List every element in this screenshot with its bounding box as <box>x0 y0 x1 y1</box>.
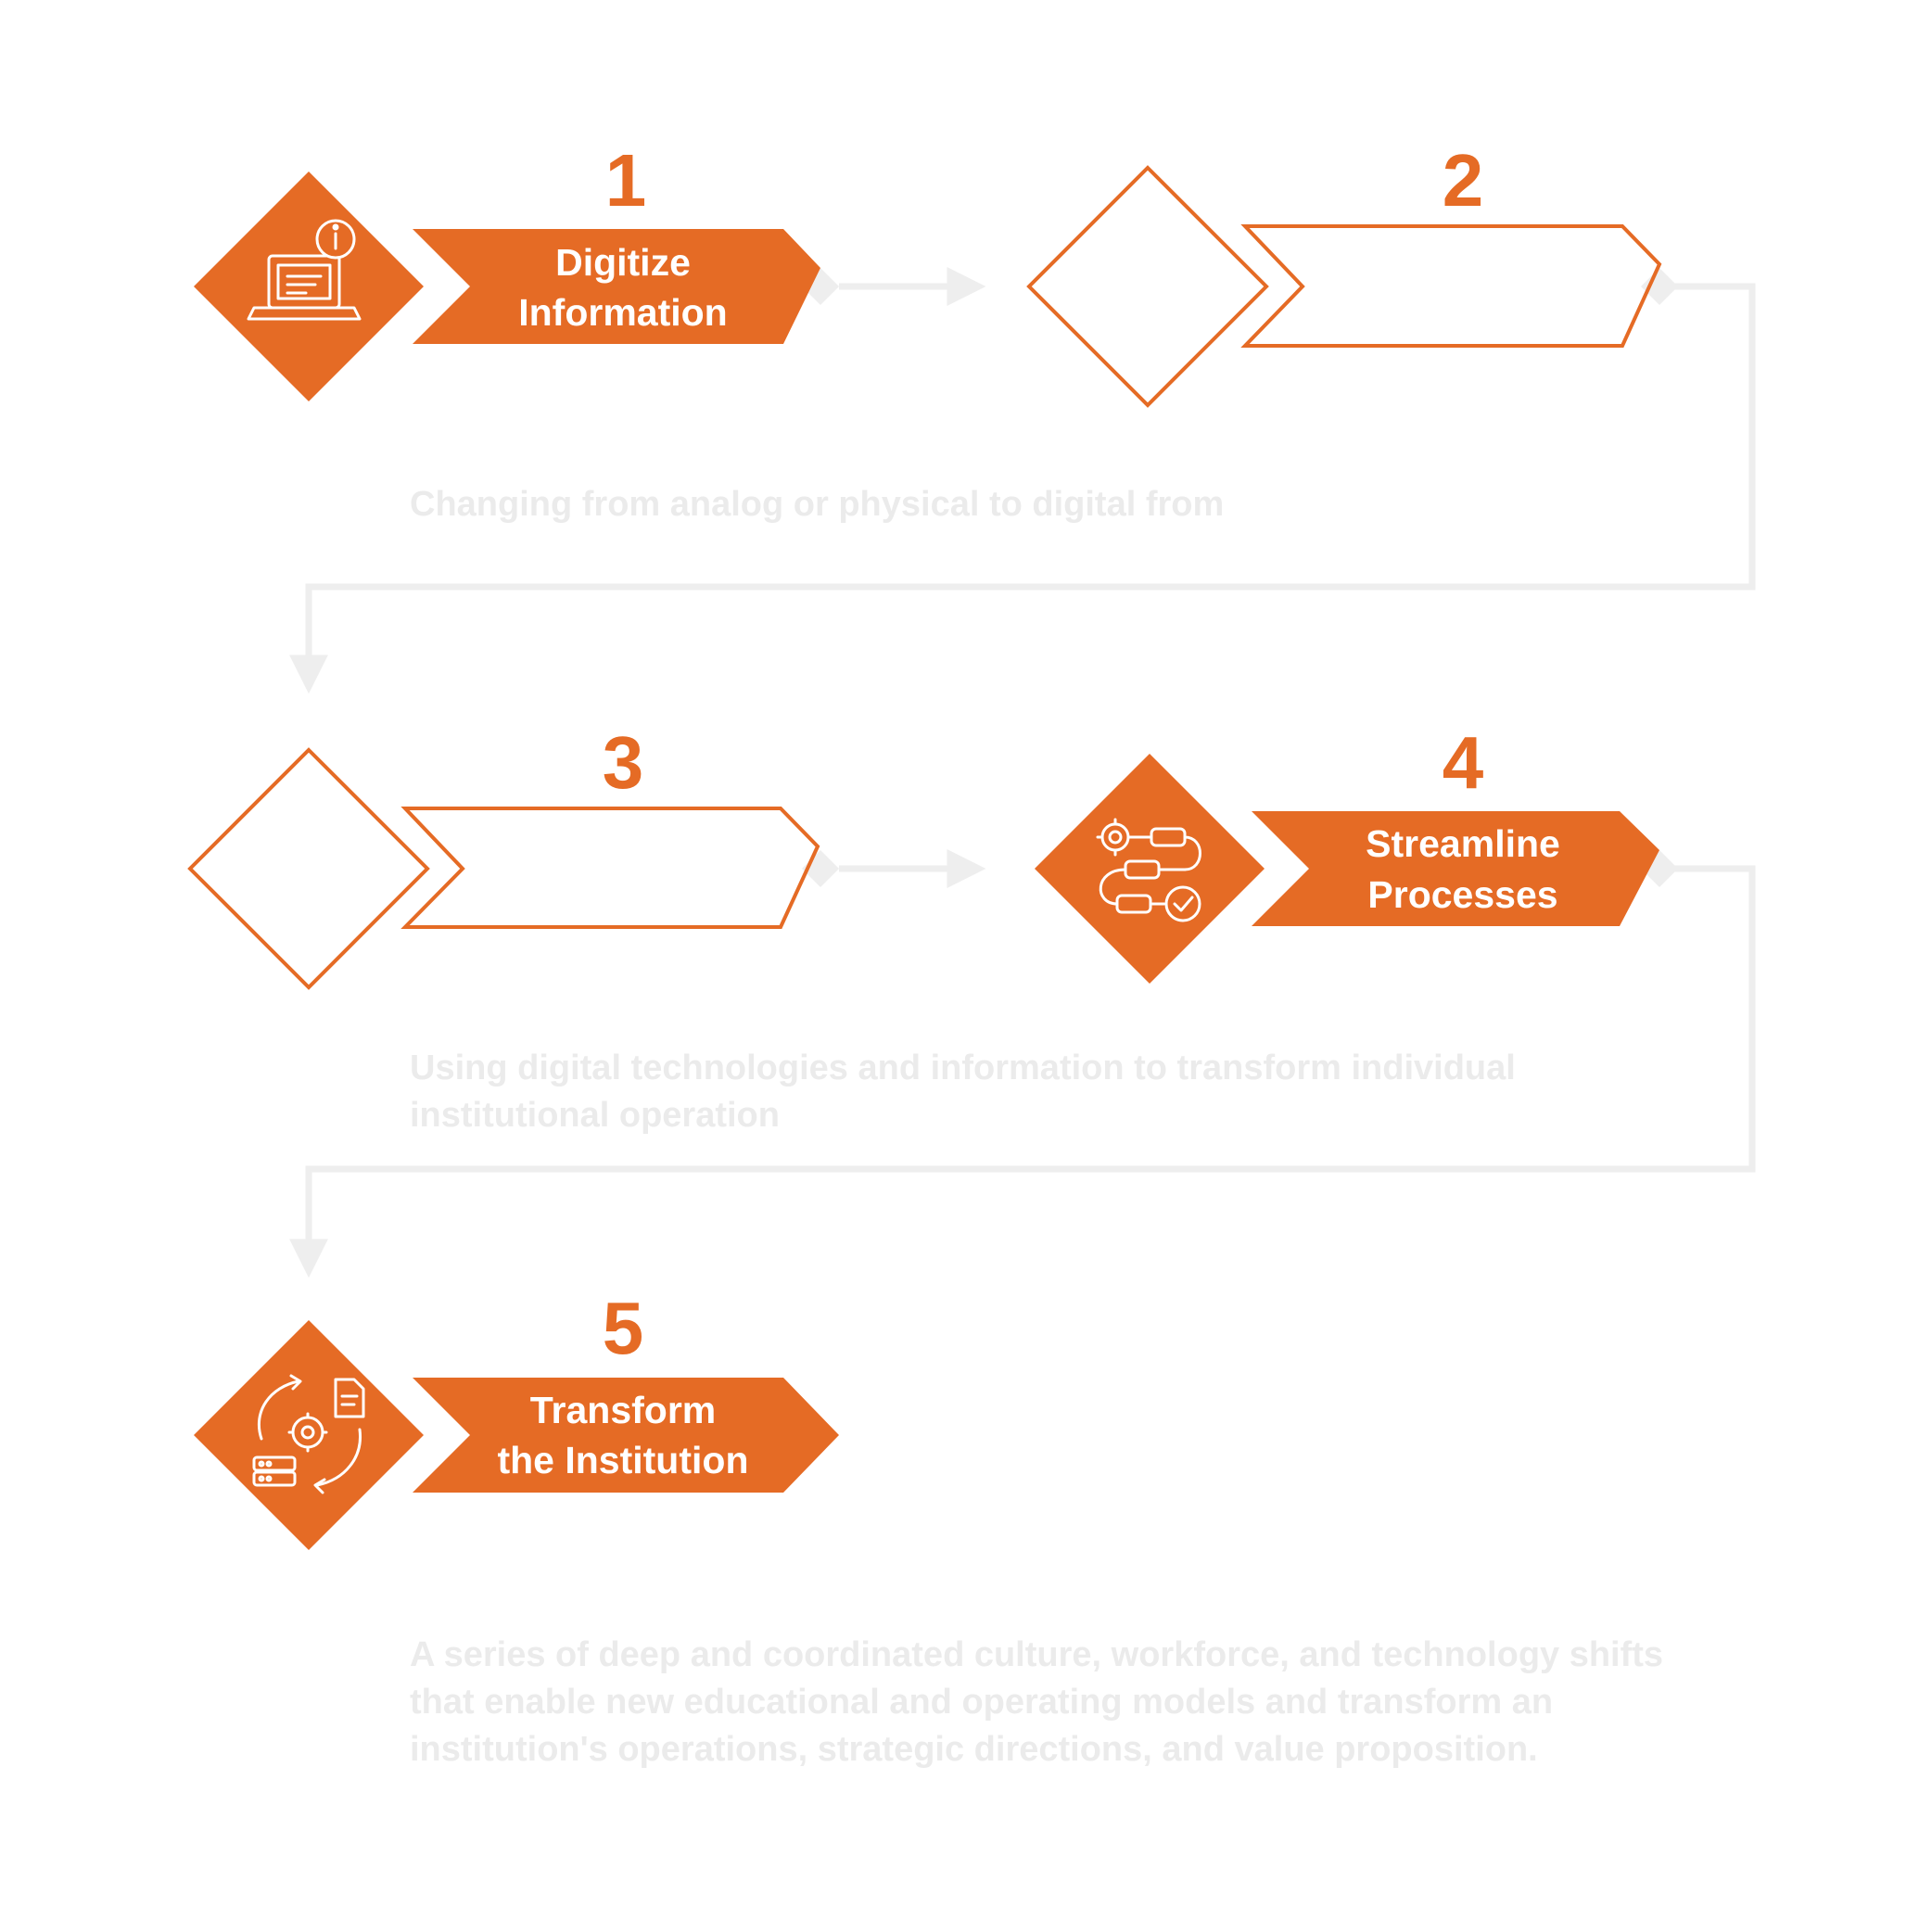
step-4-banner <box>1252 811 1659 926</box>
workflow-gear-icon <box>1096 818 1201 922</box>
step-1-number: 1 <box>605 139 647 222</box>
step-4-title-line-1: Streamline <box>1366 822 1560 865</box>
connector-2-to-3 <box>289 283 1756 694</box>
step-5-number: 5 <box>603 1287 644 1369</box>
step-5-banner <box>413 1378 839 1493</box>
step-5-title-line-2: the Institution <box>497 1439 748 1481</box>
description-row-3-line-2: that enable new educational and operatin… <box>410 1683 1554 1722</box>
laptop-info-icon <box>247 219 362 321</box>
step-1-diamond <box>194 172 424 401</box>
step-1-title-line-2: Information <box>518 291 727 334</box>
transformation-cycle-icon <box>252 1374 365 1494</box>
connector-2-node <box>1641 268 1678 305</box>
connector-4-to-5 <box>289 865 1756 1278</box>
step-1: 1 Digitize Information <box>194 139 820 401</box>
step-2-diamond <box>1026 165 1269 408</box>
step-1-title-line-1: Digitize <box>555 241 691 284</box>
step-5: 5 Transform the Institution <box>194 1287 839 1550</box>
step-3-diamond <box>187 747 430 990</box>
step-2: 2 <box>1026 139 1662 408</box>
step-4-diamond <box>1035 754 1265 984</box>
step-3-banner <box>400 807 820 929</box>
step-4-number: 4 <box>1443 721 1484 804</box>
description-row-2-line-2: institutional operation <box>410 1096 780 1135</box>
step-2-banner <box>1240 224 1662 348</box>
step-4-title-line-2: Processes <box>1367 873 1557 916</box>
description-row-3-line-3: institution's operations, strategic dire… <box>410 1730 1538 1769</box>
step-5-diamond <box>194 1320 424 1550</box>
step-3-number: 3 <box>603 721 644 804</box>
description-row-1-line-1: Changing from analog or physical to digi… <box>410 485 1225 524</box>
step-1-banner <box>413 229 820 344</box>
connectors <box>289 267 1756 1278</box>
step-5-title-line-1: Transform <box>530 1389 717 1431</box>
description-row-2: Using digital technologies and informati… <box>410 1045 1516 1139</box>
description-row-2-line-1: Using digital technologies and informati… <box>410 1049 1516 1087</box>
description-row-3: A series of deep and coordinated culture… <box>410 1632 1663 1773</box>
step-3: 3 <box>187 721 820 990</box>
description-row-1: Changing from analog or physical to digi… <box>410 481 1224 528</box>
step-2-number: 2 <box>1443 139 1484 222</box>
step-4: 4 Streamline Processes <box>1035 721 1659 984</box>
description-row-3-line-1: A series of deep and coordinated culture… <box>410 1635 1664 1674</box>
